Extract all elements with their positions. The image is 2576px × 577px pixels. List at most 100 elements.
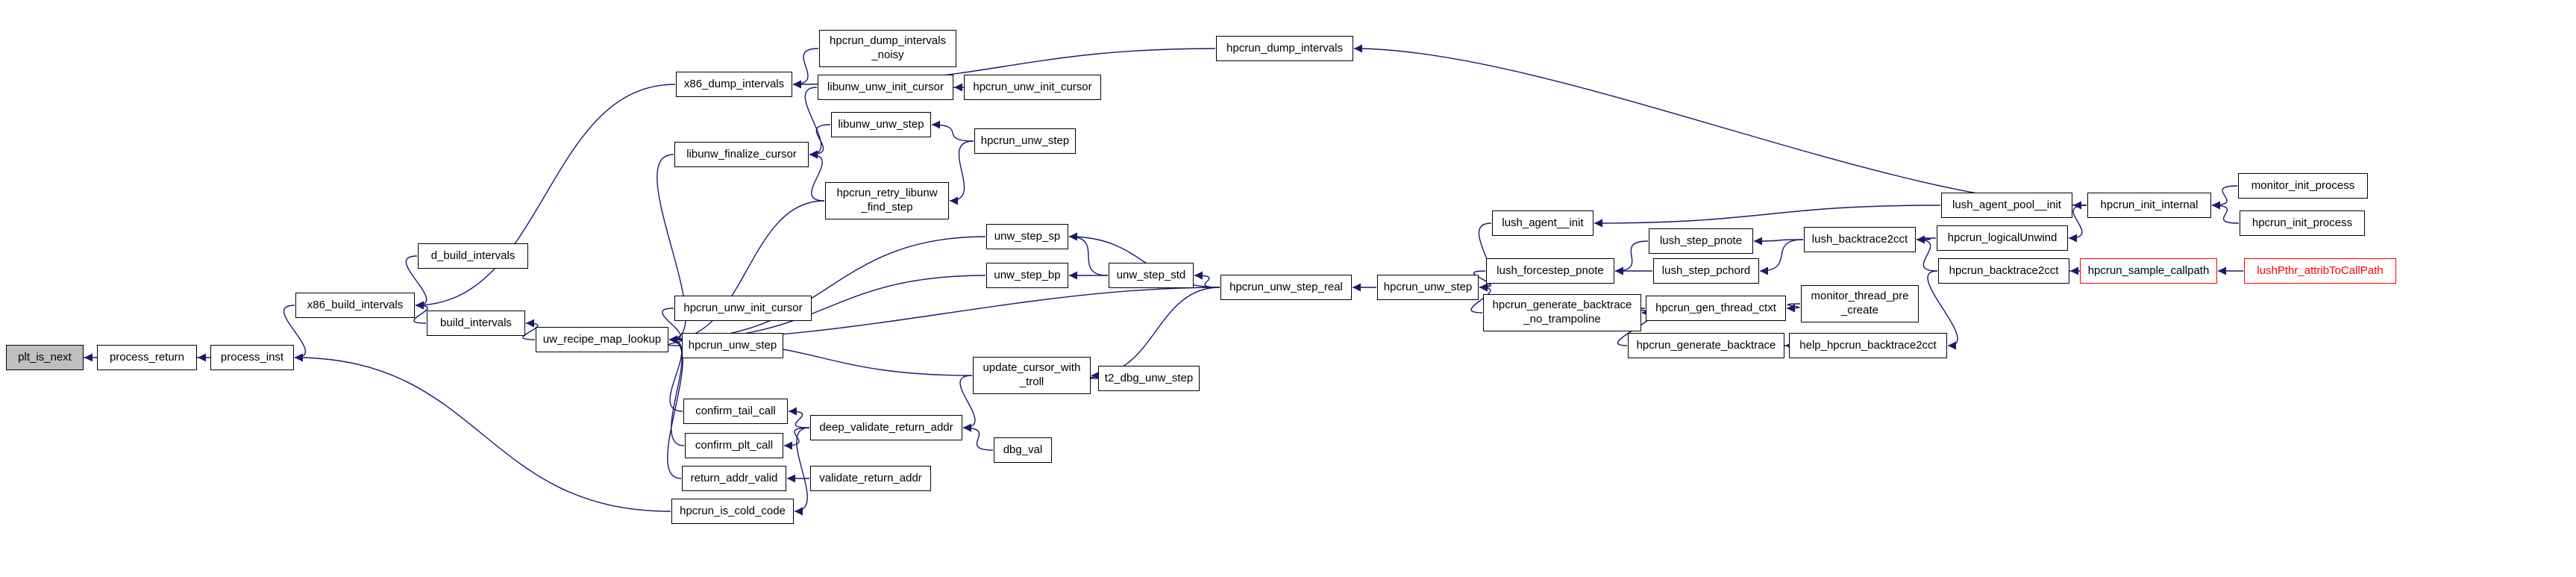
node-hpcrun_retry_libunw_find_step[interactable]: hpcrun_retry_libunw_find_step bbox=[825, 182, 949, 219]
node-label: process_return bbox=[109, 350, 185, 364]
node-label: build_intervals bbox=[440, 316, 512, 329]
node-label: dbg_val bbox=[1003, 443, 1043, 456]
node-label: _create bbox=[1840, 304, 1879, 316]
node-update_cursor_with_troll[interactable]: update_cursor_with_troll bbox=[973, 357, 1091, 394]
edge-monitor_init_process-hpcrun_init_internal bbox=[2211, 185, 2238, 210]
node-label: hpcrun_logicalUnwind bbox=[1947, 231, 2058, 244]
node-label: lush_agent__init bbox=[1502, 216, 1584, 229]
node-monitor_thread_pre_create[interactable]: monitor_thread_pre_create bbox=[1801, 285, 1919, 322]
edge-d_build_intervals-x86_build_intervals bbox=[405, 255, 427, 310]
node-label: hpcrun_unw_step bbox=[1383, 280, 1473, 293]
node-label: lush_backtrace2cct bbox=[1811, 232, 1908, 246]
node-help_hpcrun_backtrace2cct[interactable]: help_hpcrun_backtrace2cct bbox=[1789, 333, 1947, 358]
node-hpcrun_init_process[interactable]: hpcrun_init_process bbox=[2240, 210, 2365, 236]
node-label: hpcrun_generate_backtrace bbox=[1636, 338, 1776, 352]
node-label: hpcrun_gen_thread_ctxt bbox=[1655, 301, 1776, 314]
node-confirm_plt_call[interactable]: confirm_plt_call bbox=[685, 433, 783, 458]
edge-hpcrun_dump_intervals_noisy-x86_dump_intervals bbox=[792, 48, 819, 89]
node-label: hpcrun_dump_intervals bbox=[830, 34, 946, 48]
node-build_intervals[interactable]: build_intervals bbox=[427, 311, 525, 336]
node-label: lush_step_pnote bbox=[1659, 234, 1743, 247]
node-x86_dump_intervals[interactable]: x86_dump_intervals bbox=[676, 72, 792, 97]
node-hpcrun_logicalUnwind[interactable]: hpcrun_logicalUnwind bbox=[1937, 225, 2068, 251]
node-lush_forcestep_pnote[interactable]: lush_forcestep_pnote bbox=[1486, 258, 1614, 284]
node-label: hpcrun_backtrace2cct bbox=[1949, 263, 2059, 277]
node-validate_return_addr[interactable]: validate_return_addr bbox=[810, 466, 931, 491]
node-label: confirm_tail_call bbox=[695, 404, 776, 417]
node-label: unw_step_sp bbox=[994, 229, 1061, 243]
node-process_inst[interactable]: process_inst bbox=[210, 345, 294, 370]
node-hpcrun_init_internal[interactable]: hpcrun_init_internal bbox=[2087, 193, 2211, 218]
node-hpcrun_gen_thread_ctxt[interactable]: hpcrun_gen_thread_ctxt bbox=[1646, 296, 1786, 321]
node-label: unw_step_std bbox=[1116, 268, 1186, 281]
node-label: _find_step bbox=[861, 201, 913, 213]
node-hpcrun_dump_intervals_noisy[interactable]: hpcrun_dump_intervals_noisy bbox=[819, 30, 956, 67]
node-lush_agent_pool__init[interactable]: lush_agent_pool__init bbox=[1941, 193, 2072, 218]
edge-deep_validate_return_addr-confirm_tail_call bbox=[788, 407, 810, 428]
node-label: _noisy bbox=[871, 49, 904, 61]
node-unw_step_bp[interactable]: unw_step_bp bbox=[986, 263, 1068, 288]
edge-hpcrun_unw_step_real-unw_step_std bbox=[1194, 271, 1220, 288]
node-lushPthr_attribToCallPath[interactable]: lushPthr_attribToCallPath bbox=[2244, 258, 2396, 284]
edge-hpcrun_unw_step_b-libunw_unw_step bbox=[931, 120, 974, 142]
node-return_addr_valid[interactable]: return_addr_valid bbox=[682, 466, 786, 491]
node-hpcrun_dump_intervals[interactable]: hpcrun_dump_intervals bbox=[1216, 36, 1353, 61]
node-lush_agent__init[interactable]: lush_agent__init bbox=[1492, 210, 1593, 236]
node-label: hpcrun_dump_intervals bbox=[1226, 41, 1343, 54]
node-label: x86_build_intervals bbox=[307, 298, 404, 311]
node-hpcrun_unw_init_cursor_a[interactable]: hpcrun_unw_init_cursor bbox=[674, 296, 812, 321]
node-label: hpcrun_sample_callpath bbox=[2087, 263, 2210, 277]
edge-hpcrun_init_internal-hpcrun_logicalUnwind bbox=[2068, 205, 2087, 243]
edge-hpcrun_generate_backtrace_no_trampoline-hpcrun_unw_step_c bbox=[1470, 283, 1491, 314]
node-dbg_val[interactable]: dbg_val bbox=[994, 437, 1052, 463]
node-label: hpcrun_unw_init_cursor bbox=[683, 301, 803, 314]
edge-monitor_thread_pre_create-hpcrun_gen_thread_ctxt bbox=[1786, 303, 1801, 313]
node-hpcrun_generate_backtrace_no_trampoline[interactable]: hpcrun_generate_backtrace_no_trampoline bbox=[1483, 294, 1641, 331]
node-label: lush_forcestep_pnote bbox=[1497, 263, 1604, 277]
edge-hpcrun_backtrace2cct-lush_backtrace2cct bbox=[1916, 235, 1938, 272]
node-label: confirm_plt_call bbox=[695, 438, 774, 452]
node-lush_step_pchord[interactable]: lush_step_pchord bbox=[1653, 258, 1759, 284]
node-hpcrun_backtrace2cct[interactable]: hpcrun_backtrace2cct bbox=[1938, 258, 2069, 284]
node-label: hpcrun_unw_init_cursor bbox=[973, 80, 1092, 93]
node-label: lush_agent_pool__init bbox=[1952, 198, 2061, 211]
node-label: _no_trampoline bbox=[1523, 313, 1601, 325]
node-hpcrun_is_cold_code[interactable]: hpcrun_is_cold_code bbox=[671, 499, 794, 524]
edge-hpcrun_unw_step_real-update_cursor_with_troll bbox=[1091, 287, 1220, 380]
node-label: lushPthr_attribToCallPath bbox=[2257, 263, 2384, 277]
node-unw_step_sp[interactable]: unw_step_sp bbox=[986, 224, 1068, 249]
node-x86_build_intervals[interactable]: x86_build_intervals bbox=[295, 293, 415, 318]
node-hpcrun_unw_step_b[interactable]: hpcrun_unw_step bbox=[974, 128, 1076, 154]
node-label: monitor_thread_pre bbox=[1811, 290, 1909, 303]
node-plt_is_next[interactable]: plt_is_next bbox=[6, 345, 84, 370]
node-unw_step_std[interactable]: unw_step_std bbox=[1109, 263, 1194, 288]
node-label: monitor_init_process bbox=[2251, 178, 2355, 192]
node-lush_step_pnote[interactable]: lush_step_pnote bbox=[1649, 228, 1753, 254]
node-label: _troll bbox=[1019, 375, 1044, 388]
node-hpcrun_unw_init_cursor_b[interactable]: hpcrun_unw_init_cursor bbox=[964, 75, 1101, 100]
node-libunw_unw_step[interactable]: libunw_unw_step bbox=[831, 112, 931, 137]
node-label: deep_validate_return_addr bbox=[819, 420, 953, 434]
node-uw_recipe_map_lookup[interactable]: uw_recipe_map_lookup bbox=[536, 327, 668, 352]
node-process_return[interactable]: process_return bbox=[97, 345, 197, 370]
node-hpcrun_unw_step_real[interactable]: hpcrun_unw_step_real bbox=[1220, 275, 1352, 300]
edge-lush_step_pnote-lush_forcestep_pnote bbox=[1614, 240, 1649, 275]
node-t2_dbg_unw_step[interactable]: t2_dbg_unw_step bbox=[1098, 366, 1200, 391]
node-libunw_finalize_cursor[interactable]: libunw_finalize_cursor bbox=[674, 142, 809, 167]
node-label: libunw_unw_step bbox=[838, 117, 924, 131]
node-label: x86_dump_intervals bbox=[683, 77, 785, 90]
node-confirm_tail_call[interactable]: confirm_tail_call bbox=[683, 399, 788, 424]
node-hpcrun_generate_backtrace[interactable]: hpcrun_generate_backtrace bbox=[1628, 333, 1784, 358]
node-d_build_intervals[interactable]: d_build_intervals bbox=[418, 243, 528, 269]
node-deep_validate_return_addr[interactable]: deep_validate_return_addr bbox=[810, 415, 962, 440]
node-label: d_build_intervals bbox=[430, 249, 515, 262]
node-hpcrun_unw_step_c[interactable]: hpcrun_unw_step bbox=[1377, 275, 1479, 300]
node-monitor_init_process[interactable]: monitor_init_process bbox=[2238, 173, 2368, 199]
edge-libunw_unw_step-libunw_finalize_cursor bbox=[809, 124, 831, 159]
node-libunw_unw_init_cursor[interactable]: libunw_unw_init_cursor bbox=[818, 75, 953, 100]
node-lush_backtrace2cct[interactable]: lush_backtrace2cct bbox=[1804, 227, 1916, 252]
node-label: return_addr_valid bbox=[690, 471, 778, 484]
node-hpcrun_unw_step_a[interactable]: hpcrun_unw_step bbox=[682, 333, 783, 358]
edge-deep_validate_return_addr-hpcrun_is_cold_code bbox=[794, 427, 810, 516]
node-hpcrun_sample_callpath[interactable]: hpcrun_sample_callpath bbox=[2080, 258, 2217, 284]
